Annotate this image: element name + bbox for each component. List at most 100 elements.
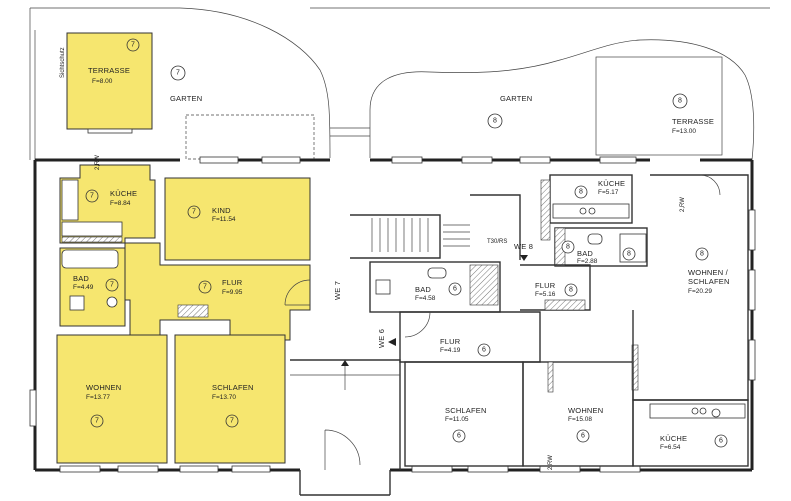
room-area: F=13.77 xyxy=(86,394,110,401)
rw-label: 2,RW xyxy=(95,155,101,170)
room-label: KÜCHE xyxy=(660,434,687,443)
room-label: WOHNEN / xyxy=(688,268,729,277)
we6-label: WE 6 xyxy=(377,329,386,348)
room-label: TERRASSE xyxy=(88,66,130,75)
room-label: WOHNEN xyxy=(86,383,121,392)
unit-number: 8 xyxy=(700,251,704,258)
terrace-door xyxy=(87,128,133,134)
stairwell xyxy=(350,194,521,260)
door-swing xyxy=(699,174,721,196)
entrance xyxy=(290,359,401,470)
unit-number: 8 xyxy=(493,118,497,125)
unit-number: 6 xyxy=(482,347,486,354)
unit-marker xyxy=(564,283,578,297)
room-area: F=20.29 xyxy=(688,288,712,295)
unit-marker xyxy=(170,65,186,81)
room-label: BAD xyxy=(577,249,593,258)
room-area: F=11.54 xyxy=(212,216,236,223)
room-area: F=4.58 xyxy=(415,295,436,302)
stove-icon xyxy=(579,207,596,215)
unit-marker xyxy=(714,434,728,448)
unit-marker xyxy=(452,429,466,443)
unit-marker xyxy=(105,278,119,292)
unit-marker xyxy=(85,189,99,203)
we7-label: WE 7 xyxy=(333,281,342,300)
windows-top xyxy=(29,156,756,473)
unit-marker xyxy=(90,414,104,428)
unit-number: 7 xyxy=(95,418,99,425)
unit-marker xyxy=(225,414,239,428)
room-flur-6 xyxy=(399,311,541,363)
rw-label: 2,RW xyxy=(548,455,554,470)
unit-number: 8 xyxy=(579,189,583,196)
unit-marker xyxy=(126,38,140,52)
room-wohnen-7 xyxy=(56,334,168,464)
unit-number: 7 xyxy=(110,282,114,289)
stove-icon xyxy=(691,407,707,415)
we8-label: WE 8 xyxy=(514,242,533,251)
room-label: FLUR xyxy=(440,337,461,346)
room-area: F=9.95 xyxy=(222,289,243,296)
room-area: F=4.49 xyxy=(73,284,94,291)
room-label: FLUR xyxy=(535,281,556,290)
unit-number: 6 xyxy=(719,438,723,445)
sichtschutz-label: Sichtschutz xyxy=(60,47,66,78)
room-label: KÜCHE xyxy=(598,179,625,188)
room-area: F=2.88 xyxy=(577,258,598,265)
unit-number: 6 xyxy=(581,433,585,440)
unit-number: 7 xyxy=(176,70,180,77)
unit-marker xyxy=(477,343,491,357)
unit-marker xyxy=(574,185,588,199)
unit-we7 xyxy=(56,164,311,464)
room-area: F=5.16 xyxy=(535,291,556,298)
unit-marker xyxy=(187,205,201,219)
unit-number: 7 xyxy=(90,193,94,200)
room-kind-7 xyxy=(164,177,311,261)
unit-number: 7 xyxy=(131,42,135,49)
garden-label-right: GARTEN xyxy=(500,94,532,103)
unit-marker xyxy=(487,113,503,129)
unit-number: 6 xyxy=(457,433,461,440)
room-area: F=4.19 xyxy=(440,347,461,354)
unit-number: 7 xyxy=(230,418,234,425)
room-wohnen-schlafen-8 xyxy=(632,174,749,401)
unit-number: 6 xyxy=(453,286,457,293)
room-label: BAD xyxy=(415,285,431,294)
unit-number: 8 xyxy=(627,251,631,258)
room-area: F=15.08 xyxy=(568,416,592,423)
room-label: TERRASSE xyxy=(672,117,714,126)
unit-marker xyxy=(672,93,688,109)
unit-number: 8 xyxy=(678,98,682,105)
room-label: SCHLAFEN xyxy=(688,277,730,286)
rw-label: 2,RW xyxy=(680,197,686,212)
garden-label-left: GARTEN xyxy=(170,94,202,103)
room-area: F=8.84 xyxy=(110,200,131,207)
room-label: FLUR xyxy=(222,278,243,287)
room-area: F=8.00 xyxy=(92,78,113,85)
door-swing xyxy=(284,279,311,306)
unit-number: 7 xyxy=(192,209,196,216)
room-flur-7 xyxy=(124,242,311,341)
room-label: KÜCHE xyxy=(110,189,137,198)
arrow-icon xyxy=(388,338,396,346)
unit-marker xyxy=(622,247,636,261)
room-area: F=13.00 xyxy=(672,128,696,135)
room-area: F=5.17 xyxy=(598,189,619,196)
room-area: F=13.70 xyxy=(212,394,236,401)
unit-number: 8 xyxy=(569,287,573,294)
room-label: KIND xyxy=(212,206,231,215)
unit-number: 7 xyxy=(203,284,207,291)
arrow-icon xyxy=(520,255,528,261)
unit-number: 8 xyxy=(566,244,570,251)
room-area: F=6.54 xyxy=(660,444,681,451)
room-label: WOHNEN xyxy=(568,406,603,415)
unit-marker xyxy=(576,429,590,443)
room-label: SCHLAFEN xyxy=(445,406,487,415)
t30rs-label: T30/RS xyxy=(487,239,507,245)
room-area: F=11.05 xyxy=(445,416,469,423)
unit-marker xyxy=(561,240,575,254)
garden-outline xyxy=(29,7,770,161)
room-label: SCHLAFEN xyxy=(212,383,254,392)
room-schlafen-7 xyxy=(174,334,286,464)
